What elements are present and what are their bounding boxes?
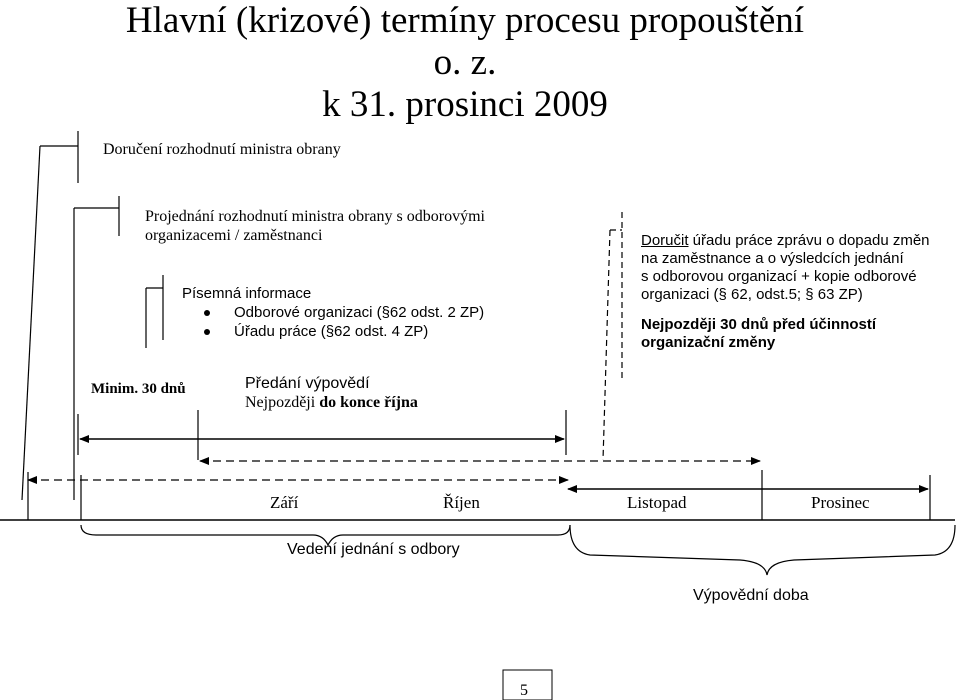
labor-office-deadline-line-1: Nejpozději 30 dnů před účinností bbox=[641, 316, 877, 333]
step-bracket-negotiation bbox=[73, 196, 120, 500]
step-bracket-written-info bbox=[145, 275, 164, 348]
written-info-item: Úřadu práce (§62 odst. 4 ZP) bbox=[182, 322, 484, 341]
labor-office-line-1: Doručit úřadu práce zprávu o dopadu změn bbox=[641, 232, 930, 250]
page-number-box bbox=[502, 669, 553, 700]
month-label: Prosinec bbox=[811, 493, 870, 512]
brace-notice-period bbox=[569, 524, 956, 576]
notice-deadline: do konce října bbox=[319, 394, 418, 411]
page-number: 5 bbox=[520, 682, 528, 699]
page-title: Hlavní (krizové) termíny procesu propouš… bbox=[120, 0, 810, 126]
labor-office-line-2: na zaměstnance a o výsledcích jednání bbox=[641, 250, 904, 267]
written-info-heading: Písemná informace bbox=[182, 285, 312, 302]
step-bracket-delivery bbox=[21, 131, 79, 501]
labor-office-deadline-line-2: organizační změny bbox=[641, 334, 776, 351]
month-label: Listopad bbox=[627, 493, 687, 512]
title-line-2: k 31. prosinci 2009 bbox=[322, 84, 608, 125]
step-negotiation-text: Projednání rozhodnutí ministra obrany s … bbox=[145, 207, 485, 245]
notice-deadline-prefix: Nejpozději bbox=[245, 394, 320, 411]
negotiation-period-label: Vedení jednání s odbory bbox=[287, 541, 460, 558]
labor-office-line-4: organizaci (§ 62, odst.5; § 63 ZP) bbox=[641, 286, 863, 303]
notice-block: Předání výpovědí Nejpozději do konce říj… bbox=[245, 374, 418, 412]
notice-period-label: Výpovědní doba bbox=[693, 587, 809, 604]
brace-negotiation bbox=[80, 524, 571, 547]
min-days-label: Minim. 30 dnů bbox=[91, 381, 186, 397]
step-delivery-text: Doručení rozhodnutí ministra obrany bbox=[103, 141, 341, 158]
month-label: Září bbox=[270, 493, 299, 512]
title-line-1: Hlavní (krizové) termíny procesu propouš… bbox=[125, 0, 805, 83]
labor-office-line-1-rest: úřadu práce zprávu o dopadu změn bbox=[688, 232, 930, 249]
written-info-list: Odborové organizaci (§62 odst. 2 ZP) Úřa… bbox=[182, 303, 484, 341]
step-negotiation-line-1: Projednání rozhodnutí ministra obrany s … bbox=[145, 208, 485, 225]
notice-line-1: Předání výpovědí bbox=[245, 375, 370, 392]
labor-office-line-3: s odborovou organizací + kopie odborové bbox=[641, 268, 917, 285]
labor-office-block: Doručit úřadu práce zprávu o dopadu změn… bbox=[641, 232, 930, 352]
labor-office-deliver: Doručit bbox=[641, 232, 689, 249]
notice-line-2: Nejpozději do konce října bbox=[245, 393, 418, 412]
month-label: Říjen bbox=[443, 493, 480, 512]
step-negotiation-line-2: organizacemi / zaměstnanci bbox=[145, 227, 323, 244]
written-info-item: Odborové organizaci (§62 odst. 2 ZP) bbox=[182, 303, 484, 322]
written-info-block: Písemná informace Odborové organizaci (§… bbox=[182, 284, 484, 341]
step-bracket-labor-office bbox=[602, 212, 623, 461]
